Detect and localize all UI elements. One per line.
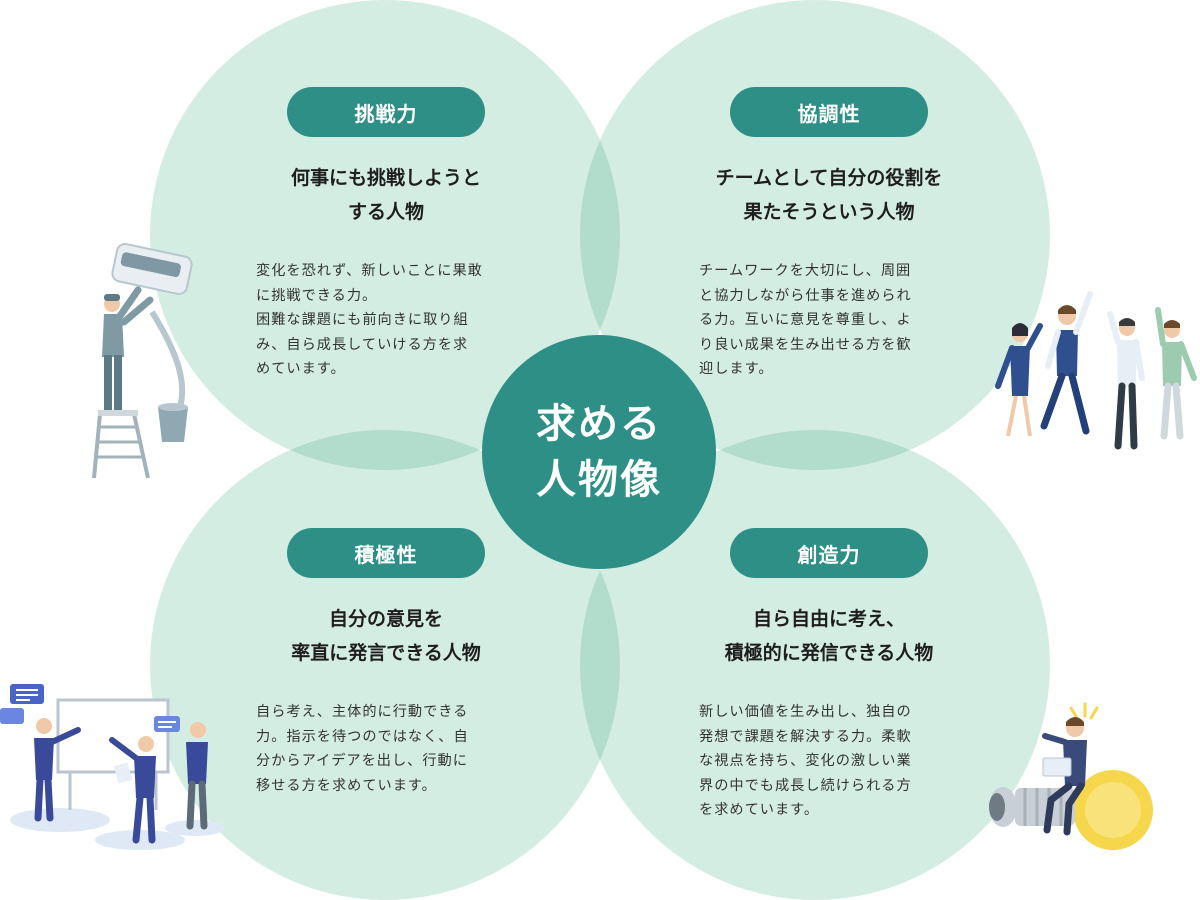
label-pill-challenge: 挑戦力 (287, 87, 485, 137)
body-line: 移せる方を求めています。 (256, 777, 437, 794)
headline-challenge: 何事にも挑戦しようと する人物 (236, 161, 536, 229)
body-line: を求めています。 (699, 802, 820, 818)
body-line: み、自ら成長していける方を求 (256, 336, 469, 353)
quadrant-cooperation: 協調性 チームとして自分の役割を 果たそうという人物 チームワークを大切にし、周… (679, 87, 979, 382)
label-pill-creativity: 創造力 (730, 528, 928, 578)
cheering-team-illustration (995, 291, 1197, 450)
headline-line: 積極的に発信できる人物 (724, 642, 934, 664)
circle-bottom-right (580, 430, 1050, 900)
body-line: 界の中でも成長し続けられる方 (699, 777, 912, 794)
body-line: と協力しながら仕事を進められ (699, 287, 912, 304)
quadrant-challenge: 挑戦力 何事にも挑戦しようと する人物 変化を恐れず、新しいことに果敢 に挑戦で… (236, 87, 536, 382)
body-line: 発想で課題を解決する力。柔軟 (699, 728, 912, 745)
headline-proactiveness: 自分の意見を 率直に発言できる人物 (236, 602, 536, 670)
headline-line: チームとして自分の役割を (715, 167, 943, 189)
circle-top-left (150, 0, 620, 470)
label-pill-cooperation: 協調性 (730, 87, 928, 137)
quadrant-creativity: 創造力 自ら自由に考え、 積極的に発信できる人物 新しい価値を生み出し、独自の … (679, 528, 979, 823)
center-title: 求める 人物像 (482, 335, 716, 569)
headline-line: 何事にも挑戦しようと (290, 167, 481, 189)
center-title-line1: 求める (536, 401, 662, 447)
body-cooperation: チームワークを大切にし、周囲 と協力しながら仕事を進められ る力。互いに意見を尊… (699, 259, 961, 382)
headline-creativity: 自ら自由に考え、 積極的に発信できる人物 (679, 602, 979, 670)
circle-top-right (580, 0, 1050, 470)
center-title-line2: 人物像 (536, 457, 662, 503)
quadrant-proactiveness: 積極性 自分の意見を 率直に発言できる人物 自ら考え、主体的に行動できる 力。指… (236, 528, 536, 798)
body-challenge: 変化を恐れず、新しいことに果敢 に挑戦できる力。 困難な課題にも前向きに取り組 … (256, 259, 518, 382)
body-line: 変化を恐れず、新しいことに果敢 (256, 263, 483, 279)
whiteboard-meeting-illustration (0, 684, 225, 850)
body-line: 力。指示を待つのではなく、自 (256, 728, 469, 745)
body-line: チームワークを大切にし、周囲 (699, 263, 912, 279)
ladder-worker-illustration (92, 243, 193, 479)
lightbulb-laptop-illustration (989, 702, 1153, 850)
headline-line: 自ら自由に考え、 (752, 608, 905, 630)
body-line: な視点を持ち、変化の激しい業 (699, 753, 912, 769)
headline-line: 果たそうという人物 (743, 201, 915, 223)
label-pill-proactiveness: 積極性 (287, 528, 485, 578)
body-line: る力。互いに意見を尊重し、よ (699, 312, 912, 328)
circle-bottom-left (150, 430, 620, 900)
body-creativity: 新しい価値を生み出し、独自の 発想で課題を解決する力。柔軟 な視点を持ち、変化の… (699, 700, 961, 823)
center-circle (482, 335, 716, 569)
body-line: り良い成果を生み出せる方を歓 (699, 336, 912, 353)
headline-line: 自分の意見を (328, 608, 443, 630)
body-line: 困難な課題にも前向きに取り組 (256, 312, 469, 328)
body-line: 自ら考え、主体的に行動できる (256, 704, 469, 720)
body-line: に挑戦できる力。 (256, 287, 378, 304)
body-line: 迎します。 (699, 361, 774, 377)
headline-line: 率直に発言できる人物 (291, 642, 481, 664)
body-line: 分からアイデアを出し、行動に (256, 753, 468, 769)
body-line: めています。 (256, 361, 346, 377)
body-line: 新しい価値を生み出し、独自の (699, 704, 912, 720)
headline-cooperation: チームとして自分の役割を 果たそうという人物 (679, 161, 979, 229)
headline-line: する人物 (347, 201, 424, 223)
body-proactiveness: 自ら考え、主体的に行動できる 力。指示を待つのではなく、自 分からアイデアを出し… (256, 700, 518, 798)
